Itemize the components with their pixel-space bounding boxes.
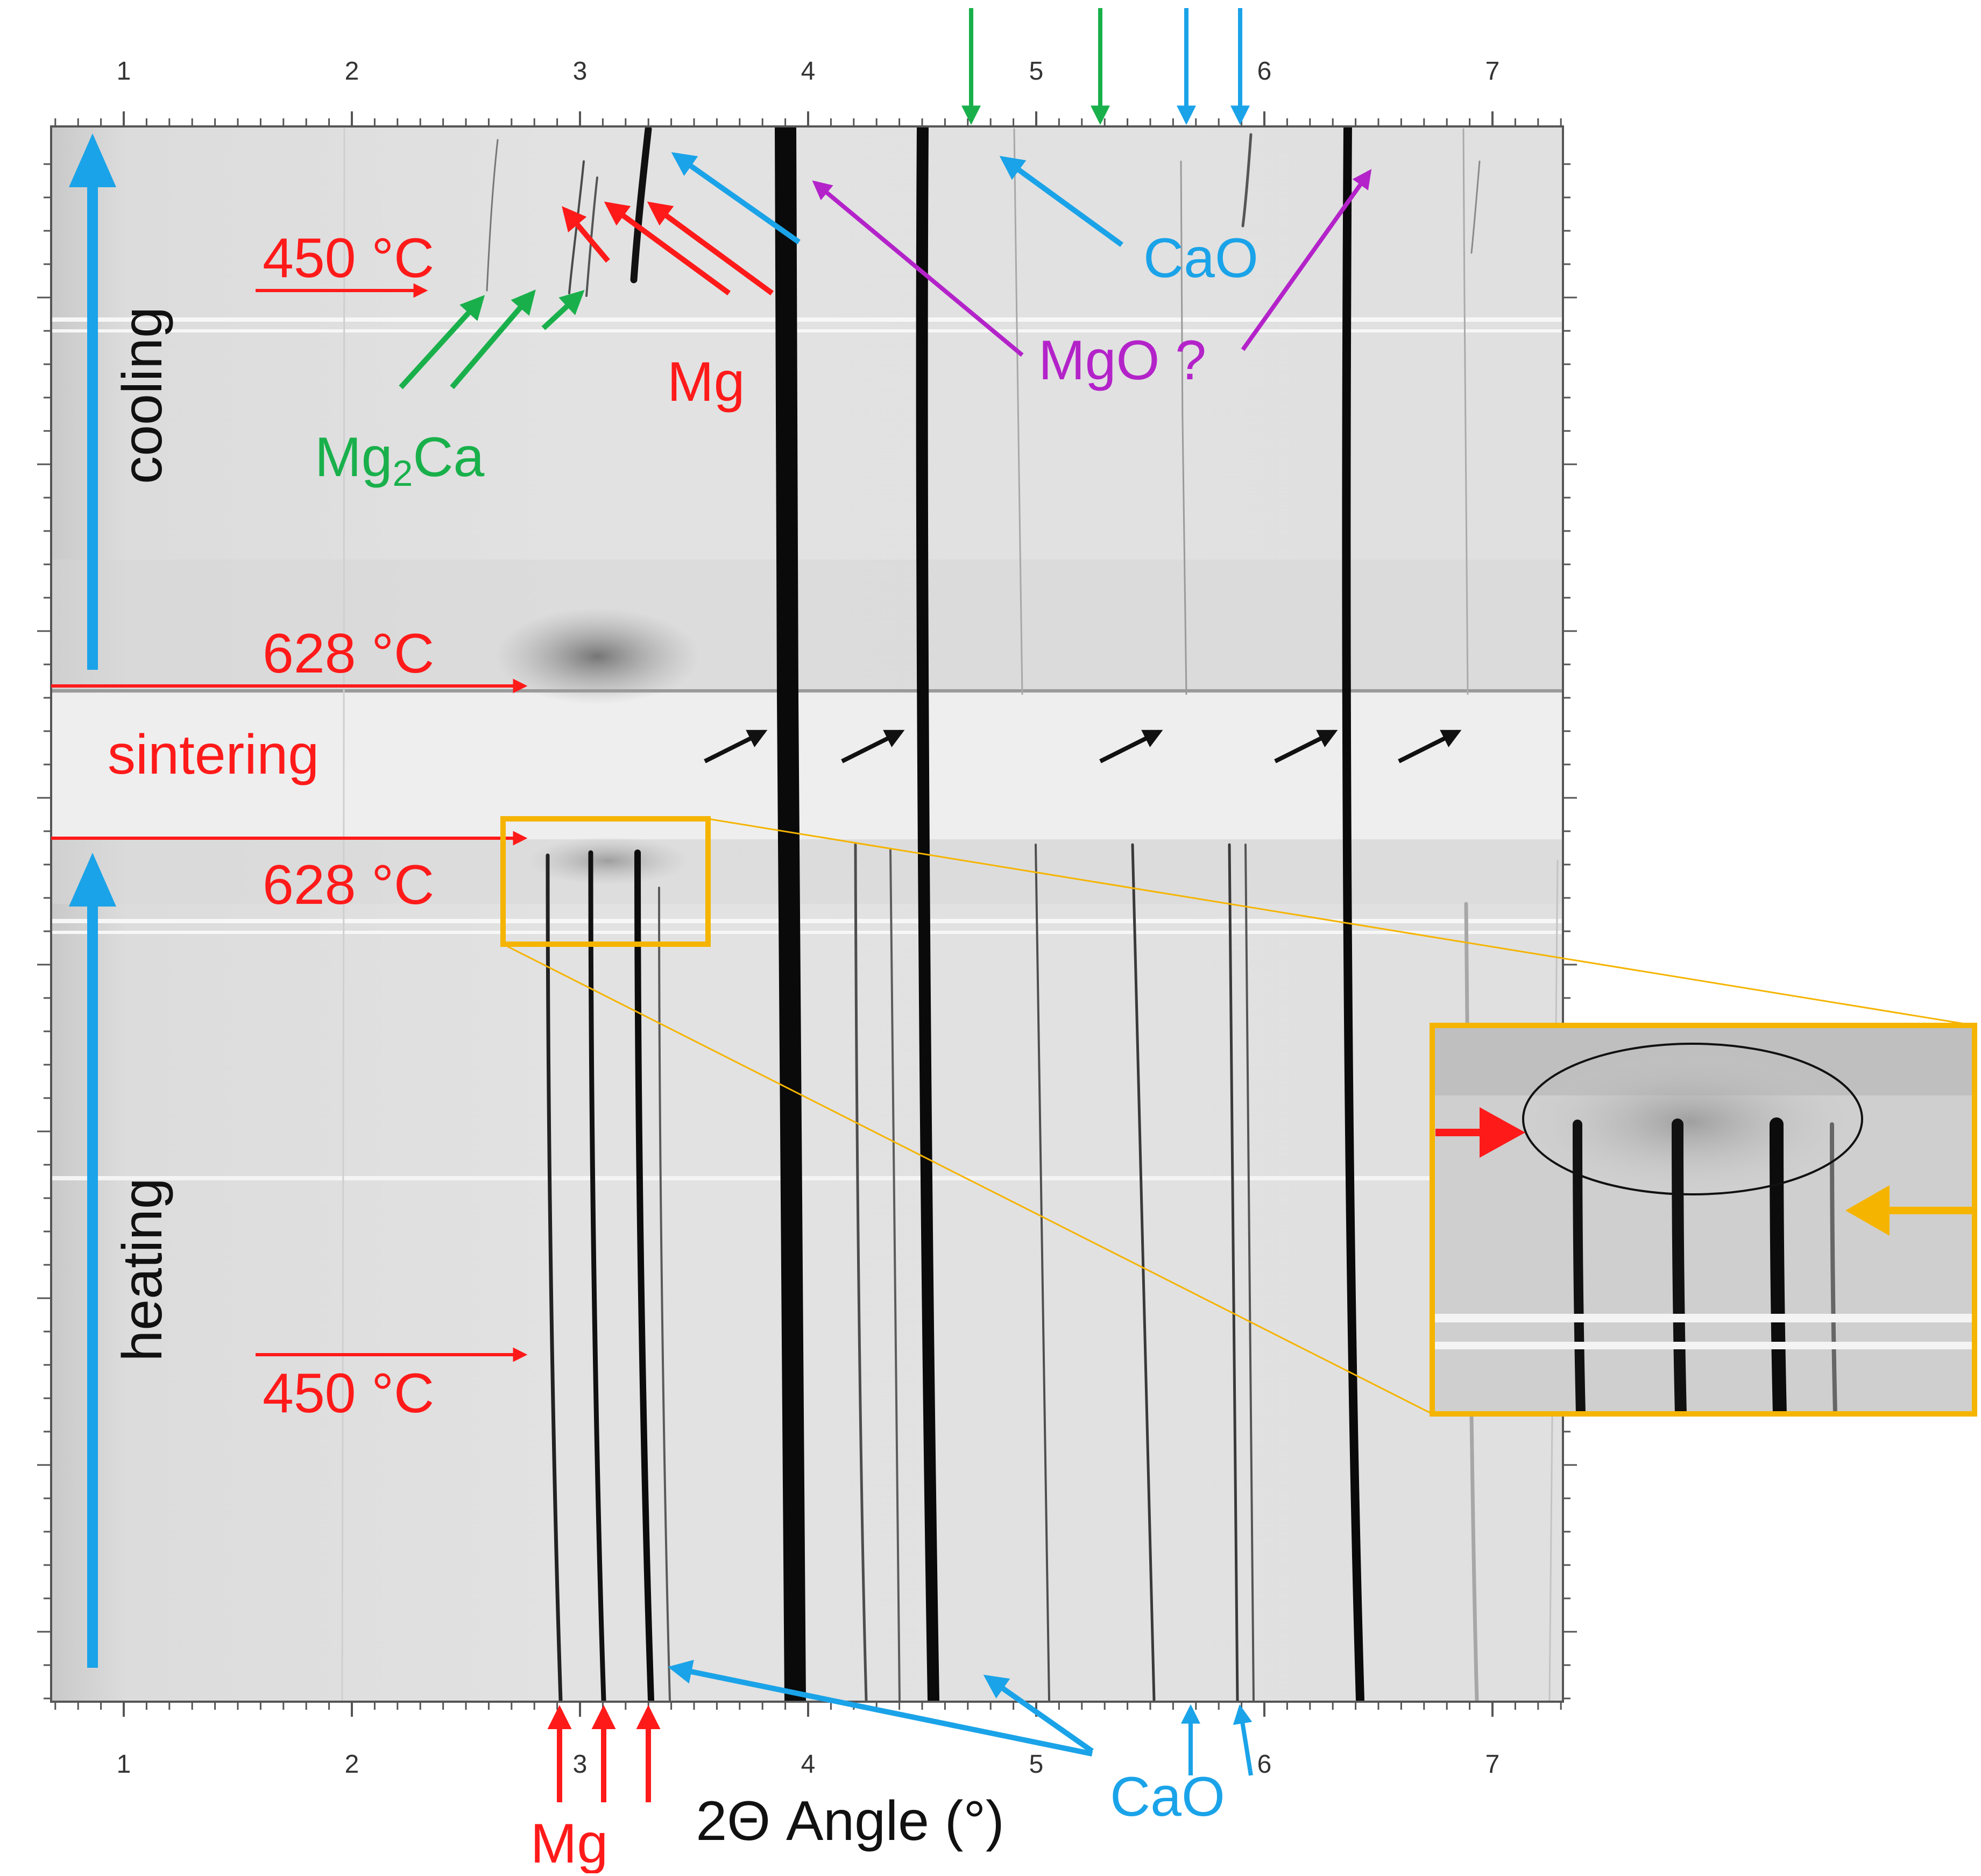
detector-image [51, 126, 1563, 1702]
mg2ca-arrow [399, 295, 485, 390]
mg-arrow-top [647, 201, 774, 296]
temp-450-bottom: 450 °C [263, 1362, 434, 1425]
zoom-connector [708, 818, 1975, 1027]
tick-label: 6 [1257, 57, 1272, 86]
x-axis-ticklabels-bottom: 1 2 3 4 5 6 7 [117, 1750, 1500, 1779]
inset-lines [1573, 1117, 1837, 1414]
zoom-inset [1430, 1023, 1977, 1417]
mg2ca-arrow [450, 289, 536, 390]
mg-label-bottom: Mg [530, 1813, 608, 1873]
inset-streak [1573, 1120, 1586, 1414]
diffraction-streak [341, 128, 345, 1701]
tick-label: 2 [345, 1750, 359, 1779]
inset-streak [1770, 1117, 1787, 1414]
diffraction-streak [630, 126, 652, 284]
diffraction-streak [486, 139, 499, 292]
heating-arrowhead [69, 853, 116, 907]
sintering-marker-arrow [1398, 730, 1462, 763]
sintering-marker-arrow [1099, 730, 1163, 763]
cao-arrow-top [999, 155, 1123, 247]
inset-red-arrow [1480, 1107, 1525, 1158]
cao-arrow-bottom [983, 1674, 1094, 1754]
cao-arrow-top [671, 152, 801, 245]
temp-628-upper: 628 °C [263, 622, 434, 685]
tick-label: 4 [801, 1750, 816, 1779]
cao-label-bottom: CaO [1110, 1766, 1225, 1828]
mgo-arrow [1241, 169, 1372, 351]
sintering-marker-arrow [704, 730, 768, 763]
zoom-connector [503, 943, 1433, 1415]
mg2ca-label-base: Mg [315, 426, 392, 489]
diffraction-streak [1180, 160, 1187, 695]
melt-blob [495, 608, 699, 705]
cooling-arrowhead [69, 133, 116, 187]
heating-label: heating [111, 1178, 174, 1361]
tick-label: 4 [801, 57, 816, 86]
diffraction-streak [546, 853, 563, 1702]
sintering-band [51, 693, 1563, 839]
mg2ca-label-tail: Ca [413, 426, 484, 489]
mg2ca-label: Mg2Ca [315, 426, 484, 494]
inset-gold-arrow [1845, 1185, 1890, 1236]
diffraction-streak [854, 843, 868, 1702]
diffraction-streak [1131, 843, 1156, 1702]
diffraction-streak [1241, 133, 1253, 228]
x-axis-ticklabels-top: 1 2 3 4 5 6 7 [117, 57, 1500, 86]
temp-628-lower: 628 °C [263, 854, 434, 916]
tick-label: 3 [573, 1750, 588, 1779]
cooling-label: cooling [111, 307, 174, 484]
mg-arrow-top [604, 201, 731, 296]
diffraction-streak [1013, 128, 1023, 695]
tick-label: 2 [345, 57, 359, 86]
diffraction-streak [658, 887, 671, 1701]
diffraction-streak [889, 849, 901, 1701]
diffraction-streak [1462, 128, 1469, 695]
mg-arrow-top [562, 206, 610, 263]
diffraction-streak [634, 849, 654, 1702]
inset-streak [1672, 1118, 1687, 1414]
diffraction-streak [588, 850, 606, 1702]
tick-label: 7 [1485, 57, 1500, 86]
cao-label-top: CaO [1143, 227, 1258, 289]
sintering-marker-arrow [1274, 730, 1338, 763]
sintering-label: sintering [108, 724, 319, 786]
diffraction-streak [1342, 126, 1364, 1702]
x-axis-label: 2Θ Angle (°) [696, 1790, 1004, 1852]
diffraction-streak [775, 126, 806, 1702]
mgo-arrow [812, 180, 1024, 357]
diffraction-streak [1470, 160, 1481, 254]
diffraction-streak [1228, 843, 1239, 1702]
cao-arrow-bottom [1233, 1704, 1253, 1776]
mg2ca-label-sub: 2 [392, 453, 413, 494]
tick-label: 7 [1485, 1750, 1500, 1779]
temp-450-top: 450 °C [263, 227, 434, 289]
tick-label: 6 [1257, 1750, 1272, 1779]
diffraction-streak [916, 126, 939, 1702]
tick-label: 3 [573, 57, 588, 86]
tick-label: 1 [117, 1750, 131, 1779]
mgo-label: MgO ? [1038, 329, 1206, 392]
tick-label: 5 [1029, 57, 1044, 86]
zoom-region [500, 816, 711, 947]
diffraction-streak [1244, 844, 1255, 1701]
sintering-marker-arrow [841, 730, 905, 763]
inset-ellipse [1522, 1043, 1863, 1195]
tick-label: 5 [1029, 1750, 1044, 1779]
cao-arrow-bottom [668, 1660, 1093, 1757]
inset-frame [1430, 1023, 1977, 1417]
tick-label: 1 [117, 57, 131, 86]
inset-streak [1830, 1122, 1837, 1414]
mg2ca-arrow [541, 289, 585, 330]
mg-label-top: Mg [667, 351, 745, 413]
